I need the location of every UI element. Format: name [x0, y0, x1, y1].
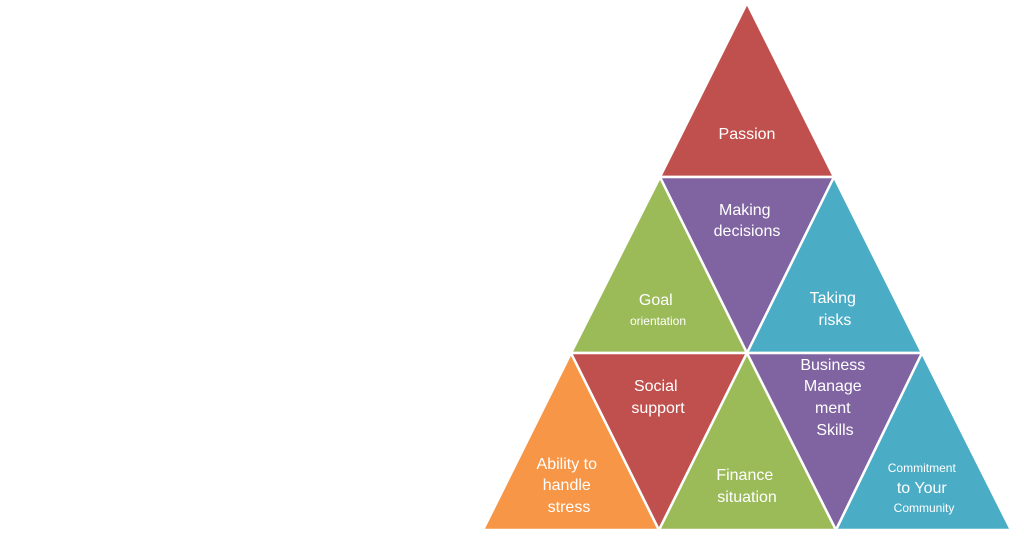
- label-taking-risks: Taking risks: [810, 290, 861, 329]
- label-commitment-to-your-community: Commitment to Your Community: [888, 459, 960, 515]
- tile-passion: [657, 0, 837, 179]
- label-making-decisions: Making decisions: [714, 202, 781, 240]
- label-ability-to-handle-stress: Ability to handle stress: [537, 456, 602, 516]
- label-business-management-skills: Business Manage ment Skills: [800, 357, 869, 439]
- label-passion: Passion: [719, 126, 776, 143]
- label-finance-situation: Finance situation: [716, 467, 777, 506]
- label-social-support: Social support: [631, 378, 685, 417]
- label-goal-orientation: Goal orientation: [630, 292, 686, 328]
- tile-commitment-to-your-community: [834, 350, 1014, 532]
